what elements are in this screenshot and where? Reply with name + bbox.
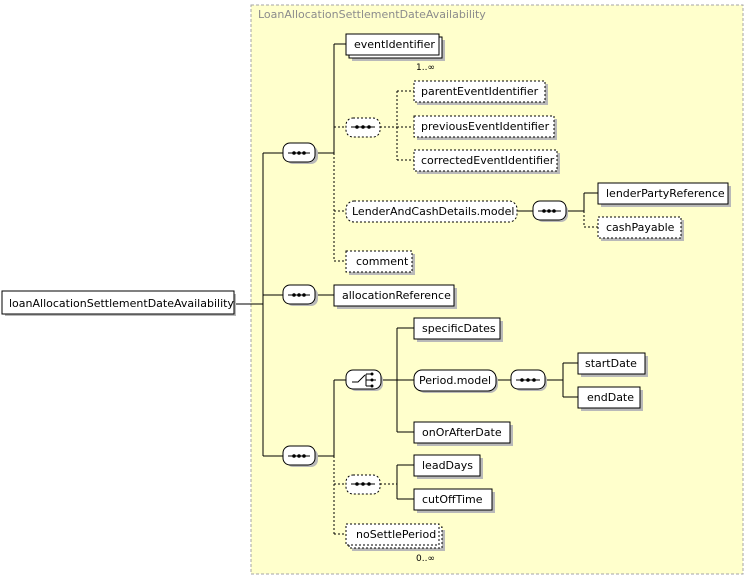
previousEventIdentifier-label: previousEventIdentifier [421,120,550,133]
allocationReference-label: allocationReference [342,289,451,302]
onOrAfterDate-label: onOrAfterDate [422,426,502,439]
element-onOrAfterDate[interactable]: onOrAfterDate [413,421,513,446]
sequence-compositor-1[interactable] [282,142,318,164]
leadDays-label: leadDays [422,459,473,472]
element-parentEventIdentifier[interactable]: parentEventIdentifier [413,80,548,105]
specificDates-label: specificDates [422,322,496,335]
eventIdentifier-label: eventIdentifier [354,38,435,51]
element-lenderPartyReference[interactable]: lenderPartyReference [597,182,731,207]
root-element-label: loanAllocationSettlementDateAvailability [9,297,234,310]
group-LenderAndCashDetails-model[interactable]: LenderAndCashDetails.model [345,200,518,223]
correctedEventIdentifier-label: correctedEventIdentifier [421,154,555,167]
element-startDate[interactable]: startDate [577,352,648,377]
sequence-compositor-2[interactable] [282,284,318,306]
cashPayable-label: cashPayable [606,221,675,234]
noSettlePeriod-label: noSettlePeriod [356,528,436,541]
root-element[interactable]: loanAllocationSettlementDateAvailability [1,290,236,316]
element-specificDates[interactable]: specificDates [413,317,503,342]
element-endDate[interactable]: endDate [577,386,643,411]
parentEventIdentifier-label: parentEventIdentifier [421,85,539,98]
element-noSettlePeriod[interactable]: noSettlePeriod 0..∞ [345,523,445,564]
lenderPartyReference-label: lenderPartyReference [606,187,725,200]
element-previousEventIdentifier[interactable]: previousEventIdentifier [413,115,557,140]
choice-compositor[interactable] [345,369,383,391]
eventIdentifier-cardinality: 1..∞ [416,63,435,73]
element-cashPayable[interactable]: cashPayable [597,216,684,241]
sequence-compositor-3[interactable] [282,445,318,467]
element-allocationReference[interactable]: allocationReference [333,284,457,309]
comment-label: comment [356,255,409,268]
sequence-compositor-optional[interactable] [345,117,381,138]
element-correctedEventIdentifier[interactable]: correctedEventIdentifier [413,149,560,174]
sequence-compositor-period[interactable] [510,369,547,391]
element-comment[interactable]: comment [345,250,415,275]
group-Period-model[interactable]: Period.model [413,369,498,393]
connectors [236,43,598,535]
LenderAndCashDetails-model-label: LenderAndCashDetails.model [352,205,514,218]
sequence-compositor-lender[interactable] [532,200,568,222]
noSettlePeriod-cardinality: 0..∞ [416,554,435,564]
endDate-label: endDate [587,391,634,404]
startDate-label: startDate [585,357,637,370]
sequence-compositor-leadtime[interactable] [345,474,381,495]
complex-type-title: LoanAllocationSettlementDateAvailability [258,8,486,21]
Period-model-label: Period.model [419,374,491,387]
cutOffTime-label: cutOffTime [422,493,483,506]
element-leadDays[interactable]: leadDays [413,454,483,479]
element-cutOffTime[interactable]: cutOffTime [413,488,495,513]
element-eventIdentifier[interactable]: eventIdentifier 1..∞ [345,33,445,73]
